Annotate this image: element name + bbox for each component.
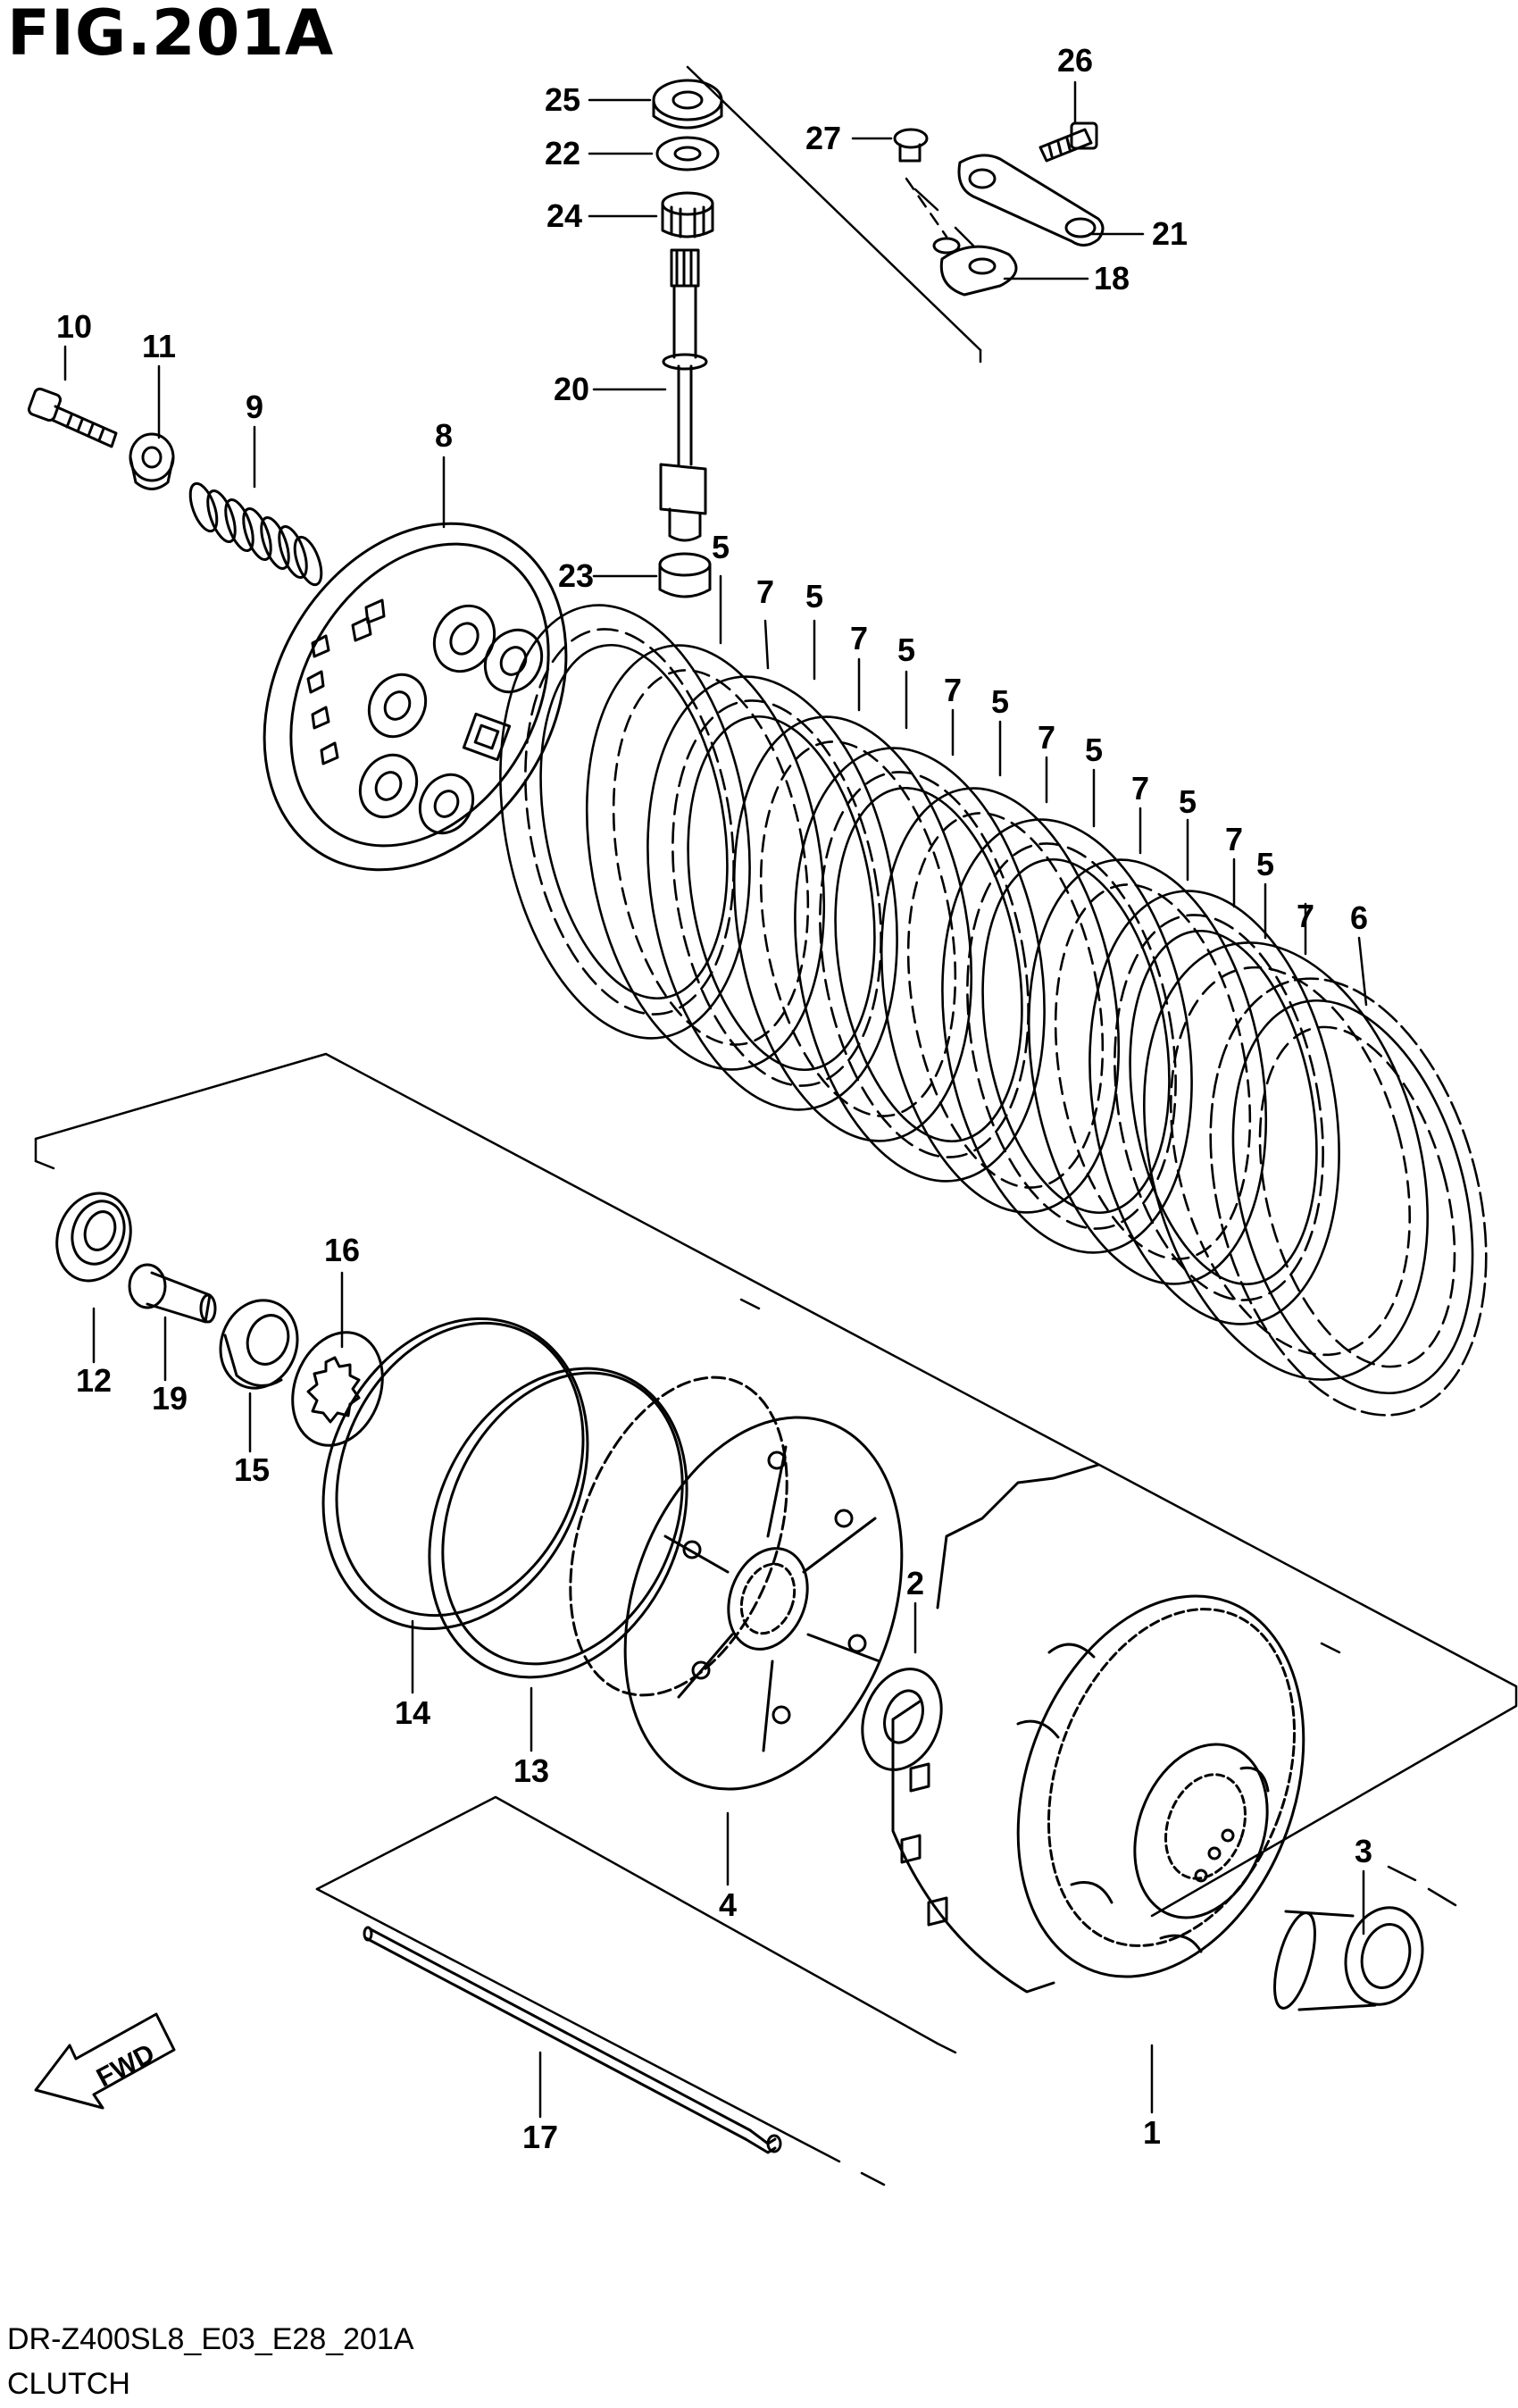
callout-14: 14 xyxy=(395,1694,430,1731)
callout-plate-7e: 7 xyxy=(1131,770,1149,807)
callout-plate-7a: 7 xyxy=(756,573,774,610)
callout-plate-5f: 5 xyxy=(1179,783,1197,820)
spring-ring-13 xyxy=(428,1367,688,1679)
callout-20: 20 xyxy=(554,371,589,407)
callout-plate-5d: 5 xyxy=(991,683,1009,720)
spring-ring-14 xyxy=(321,1317,589,1631)
bearing-23 xyxy=(658,552,712,598)
grouping-outlines xyxy=(34,65,1518,2186)
callout-plate-5g: 5 xyxy=(1256,846,1274,882)
callout-plate-7d: 7 xyxy=(1038,719,1055,756)
callout-21: 21 xyxy=(1152,215,1188,252)
callout-19: 19 xyxy=(152,1380,188,1417)
callout-3: 3 xyxy=(1355,1833,1372,1869)
figure-name: CLUTCH xyxy=(7,2367,130,2401)
nut-15 xyxy=(219,1299,299,1390)
callout-4: 4 xyxy=(719,1886,737,1923)
callout-6: 6 xyxy=(1350,899,1368,936)
needle-bearing-24 xyxy=(661,191,714,238)
callout-25: 25 xyxy=(545,81,580,118)
callout-22: 22 xyxy=(545,135,580,171)
spacer-3 xyxy=(1273,1906,1424,2011)
washer-22 xyxy=(655,136,720,171)
screw-27 xyxy=(893,128,929,163)
bolt-19 xyxy=(128,1263,217,1324)
callout-24: 24 xyxy=(546,197,582,234)
pressure-plate-8 xyxy=(263,522,568,872)
callout-plate-7f: 7 xyxy=(1225,821,1243,857)
callout-11: 11 xyxy=(142,328,176,364)
callout-plate-5c: 5 xyxy=(897,631,915,668)
washer-2 xyxy=(861,1668,943,1771)
bearing-25 xyxy=(652,79,723,130)
release-shaft-20 xyxy=(659,248,708,542)
callout-17: 17 xyxy=(522,2119,558,2155)
callout-plate-5a: 5 xyxy=(712,529,730,565)
sleeve-hub-4 xyxy=(569,1375,904,1791)
callout-23: 23 xyxy=(558,557,594,594)
figure-code: DR-Z400SL8_E03_E28_201A xyxy=(7,2322,414,2356)
spring-9 xyxy=(188,481,323,587)
leader-lines xyxy=(63,80,1368,2119)
bolt-26 xyxy=(1038,121,1098,163)
collar-11 xyxy=(129,432,175,490)
callout-plate-7b: 7 xyxy=(850,620,868,656)
callout-15: 15 xyxy=(234,1451,270,1488)
forward-direction-arrow: FWD xyxy=(34,2012,176,2110)
callout-12: 12 xyxy=(76,1362,112,1399)
clutch-housing-1 xyxy=(891,1463,1305,1994)
callout-27: 27 xyxy=(805,120,841,156)
callout-8: 8 xyxy=(435,417,453,454)
callout-plate-7g: 7 xyxy=(1297,898,1314,934)
callout-plate-5e: 5 xyxy=(1085,732,1103,768)
washer-16 xyxy=(291,1331,384,1447)
callout-10: 10 xyxy=(56,308,92,345)
callout-18: 18 xyxy=(1094,260,1130,297)
lever-21 xyxy=(957,154,1105,247)
callout-13: 13 xyxy=(513,1752,549,1789)
callout-2: 2 xyxy=(906,1565,924,1601)
callout-9: 9 xyxy=(246,389,263,425)
callout-26: 26 xyxy=(1057,42,1093,79)
callout-16: 16 xyxy=(324,1232,360,1268)
callout-1: 1 xyxy=(1143,2114,1161,2151)
callout-numbers: 25 22 24 20 23 26 27 21 18 10 11 9 8 5 7… xyxy=(56,42,1372,2155)
callout-plate-7c: 7 xyxy=(944,672,962,708)
assembly-line xyxy=(905,177,948,238)
plate-18 xyxy=(932,237,1018,297)
callout-plate-5b: 5 xyxy=(805,578,823,615)
fwd-label: FWD xyxy=(92,2038,160,2093)
bolt-10 xyxy=(27,387,118,448)
push-rod-17 xyxy=(363,1926,782,2154)
figure-title: FIG.201A xyxy=(7,0,335,70)
clutch-plate-stack xyxy=(499,604,1488,1417)
bearing-12 xyxy=(55,1191,132,1283)
